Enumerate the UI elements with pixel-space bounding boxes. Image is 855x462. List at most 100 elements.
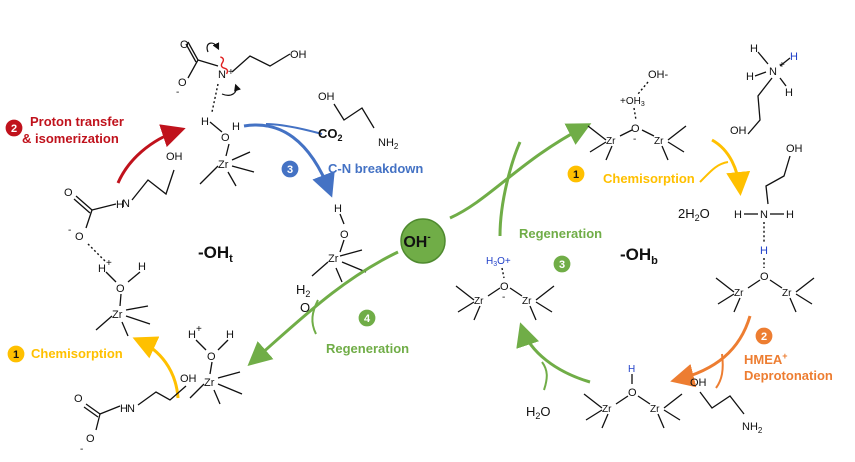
atom-nh2-br: NH2 [742, 421, 763, 435]
atom-n-t: N [769, 66, 777, 78]
step-4-label: Regeneration [326, 341, 409, 356]
hmea-plus: H H N + H H OH [730, 43, 798, 137]
oh-center-text: OH- [403, 232, 430, 251]
atom-nh2-mea: NH2 [378, 137, 399, 151]
step-3-number: 3 [287, 164, 293, 176]
left-center-label: -OHt [198, 243, 233, 265]
zwitterion-intermediate: O O - N + OH H O H Zr [176, 39, 307, 187]
chemisorption-left-arrow [132, 336, 180, 399]
charge-minus-1: - [633, 134, 636, 145]
cn-breakdown-arrow [243, 123, 335, 198]
step-1-left-chemisorption: 1 Chemisorption [6, 344, 123, 364]
atom-o-m: O [760, 271, 769, 283]
atom-ho-br: OH [690, 377, 707, 389]
right-center-label: -OHb [620, 245, 658, 267]
atom-oh3-plus: +OH3 [620, 96, 645, 108]
atom-h-bridge: H [201, 116, 209, 128]
atom-oh-m: OH [786, 143, 803, 155]
atom-zr-h1: Zr [474, 296, 484, 307]
atom-zr-m1: Zr [734, 288, 744, 299]
atom-ho-mea: OH [318, 91, 335, 103]
step-2-number: 2 [11, 123, 17, 135]
atom-h-2: H [138, 261, 146, 273]
step-2-hmea-deprotonation: 2 HMEA+ Deprotonation [744, 326, 833, 383]
atom-h-t1: H [750, 43, 758, 55]
charge-minus-carb: - [68, 225, 71, 236]
atom-h-t3: H [746, 71, 754, 83]
atom-zr-top: Zr [218, 159, 229, 171]
atom-zr-2: Zr [112, 309, 123, 321]
atom-h3o: H3O+ [486, 256, 511, 268]
atom-h-b: H [120, 403, 128, 415]
atom-h-plus-2: H [188, 329, 196, 341]
water-out: 2H2O [678, 206, 710, 223]
step-2-right-line1: HMEA+ [744, 351, 788, 367]
atom-ho-t: OH [730, 125, 747, 137]
step-3-right-regeneration: Regeneration 3 [519, 226, 602, 274]
atom-zr-3: Zr [204, 377, 215, 389]
mea-released-right: OH NH2 [690, 377, 763, 435]
step-4-number: 4 [364, 313, 371, 325]
atom-o-minus: O [75, 231, 84, 243]
atom-h-m3: H [760, 245, 768, 257]
charge-plus: + [106, 258, 112, 269]
atom-o-bridge1: O [631, 123, 640, 135]
zr-oh2-plus: H + H O Zr [188, 324, 243, 405]
deprotonation-arrow [670, 315, 752, 388]
atom-o-h3o: O [500, 281, 509, 293]
carbamate-chemisorbed: O H N OH O - H + H O Zr [64, 151, 183, 337]
step-2-proton-transfer: 2 Proton transfer & isomerization [4, 114, 124, 146]
atom-oh-top: OH [290, 49, 307, 61]
mea-released: OH NH2 [318, 91, 399, 151]
regeneration-right-arrow [516, 322, 591, 384]
atom-h-plus: H [98, 263, 106, 275]
charge-minus-b: - [80, 444, 83, 455]
step-1-right-label: Chemisorption [603, 171, 695, 186]
atom-zr: Zr [328, 253, 339, 265]
atom-h-m1: H [734, 209, 742, 221]
atom-h: H [334, 203, 342, 215]
step-1-left-label: Chemisorption [31, 346, 123, 361]
step-2-right-line2: Deprotonation [744, 368, 833, 383]
hydroxide-center: OH- [400, 218, 446, 264]
zr-oh-left: H O Zr [311, 203, 367, 283]
atom-oh-minus: OH- [648, 69, 669, 81]
atom-o-b2: O [86, 433, 95, 445]
charge-minus-h3o: - [502, 292, 505, 303]
atom-o-bottom: O [178, 77, 187, 89]
co2-label: CO2 [318, 126, 343, 143]
atom-o-3: O [207, 351, 216, 363]
step-3-cn-breakdown: 3 C-N breakdown [280, 159, 423, 179]
atom-oh-carb: OH [166, 151, 183, 163]
step-1-right-number: 1 [573, 169, 579, 181]
atom-o-zr: O [221, 132, 230, 144]
atom-h-t4: H [785, 87, 793, 99]
atom-h-m2: H [786, 209, 794, 221]
mea-bound: OH H N H H O Zr Zr [715, 143, 815, 313]
atom-zr-r1: Zr [606, 136, 616, 147]
charge-plus-t: + [779, 60, 785, 71]
atom-o-carbonyl: O [64, 187, 73, 199]
atom-h-zr-oh: H [232, 121, 240, 133]
atom-h-3: H [226, 329, 234, 341]
step-3-right-number: 3 [559, 259, 565, 271]
water-in: H2O [526, 404, 551, 421]
atom-zr-r2: Zr [654, 136, 664, 147]
atom-o: O [340, 229, 349, 241]
zr-bridge-bottom: H O Zr Zr [583, 364, 683, 429]
atom-n-carb: N [122, 198, 130, 210]
zr-bridge-top: OH- +OH3 O - Zr Zr [587, 69, 687, 161]
step-2-label-line2: & isomerization [22, 131, 119, 146]
atom-zr-m2: Zr [782, 288, 792, 299]
atom-o-bb: O [628, 387, 637, 399]
atom-h-bb: H [628, 364, 635, 375]
charge-plus-n: + [228, 67, 234, 78]
step-3-right-label: Regeneration [519, 226, 602, 241]
charge-minus: - [176, 87, 179, 98]
step-1-right-chemisorption: 1 Chemisorption [566, 164, 695, 186]
regeneration-left-arrow [247, 250, 399, 366]
carbamate-free: O O - H N OH [74, 373, 197, 455]
to-right-cycle-arrow [449, 123, 592, 220]
h2o-left: H2 [296, 282, 310, 299]
